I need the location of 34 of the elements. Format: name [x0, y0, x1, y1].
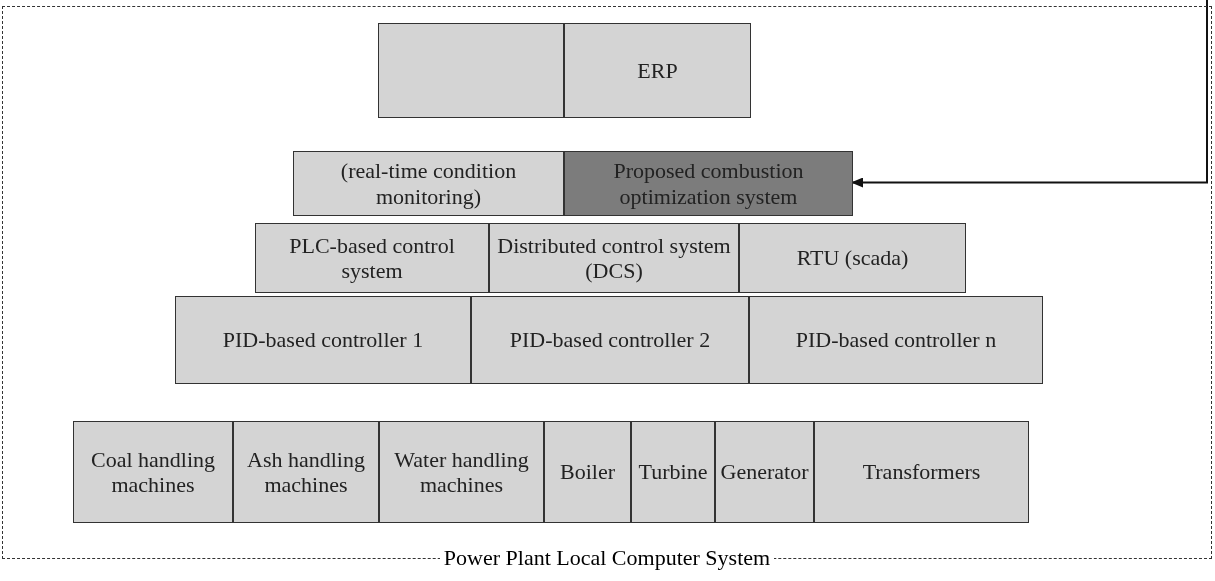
layer-label: ERP [637, 57, 678, 84]
layer-label: RTU (scada) [796, 245, 909, 271]
layer-label: Distributed control system (DCS) [496, 232, 732, 284]
layer-label: PID-based controller 1 [222, 327, 424, 353]
layer-label: Coal handling machines [89, 446, 216, 498]
system-layer-box [715, 421, 814, 523]
layer-label: Turbine [638, 459, 708, 485]
layer-label: (real-time condition monitoring) [339, 158, 518, 209]
system-layer-box [175, 296, 471, 384]
system-layer-box [564, 151, 853, 216]
layer-label: Transformers [862, 459, 981, 485]
system-layer-box [255, 223, 489, 293]
layer-label: PID-based controller n [795, 327, 997, 353]
system-layer-box [471, 296, 749, 384]
system-layer-box [631, 421, 715, 523]
arrow [851, 0, 1208, 188]
system-layer-box [544, 421, 631, 523]
system-layer-box [489, 223, 739, 293]
system-layer-box [749, 296, 1043, 384]
system-layer-box [379, 421, 544, 523]
system-layer-box [564, 23, 751, 118]
system-layer-box [378, 23, 564, 118]
system-layer-box [739, 223, 966, 293]
system-layer-box [73, 421, 233, 523]
layer-label: Generator [720, 459, 809, 485]
layer-label: PLC-based control system [288, 232, 456, 284]
system-layer-box [814, 421, 1029, 523]
system-layer-box [233, 421, 379, 523]
layer-label: Ash handling machines [246, 446, 366, 498]
layer-label: Boiler [560, 459, 615, 485]
system-layer-box [293, 151, 564, 216]
layer-label: PID-based controller 2 [509, 327, 711, 353]
layer-label: Proposed combustion optimization system [612, 158, 805, 209]
layer-label: Water handling machines [393, 446, 530, 498]
